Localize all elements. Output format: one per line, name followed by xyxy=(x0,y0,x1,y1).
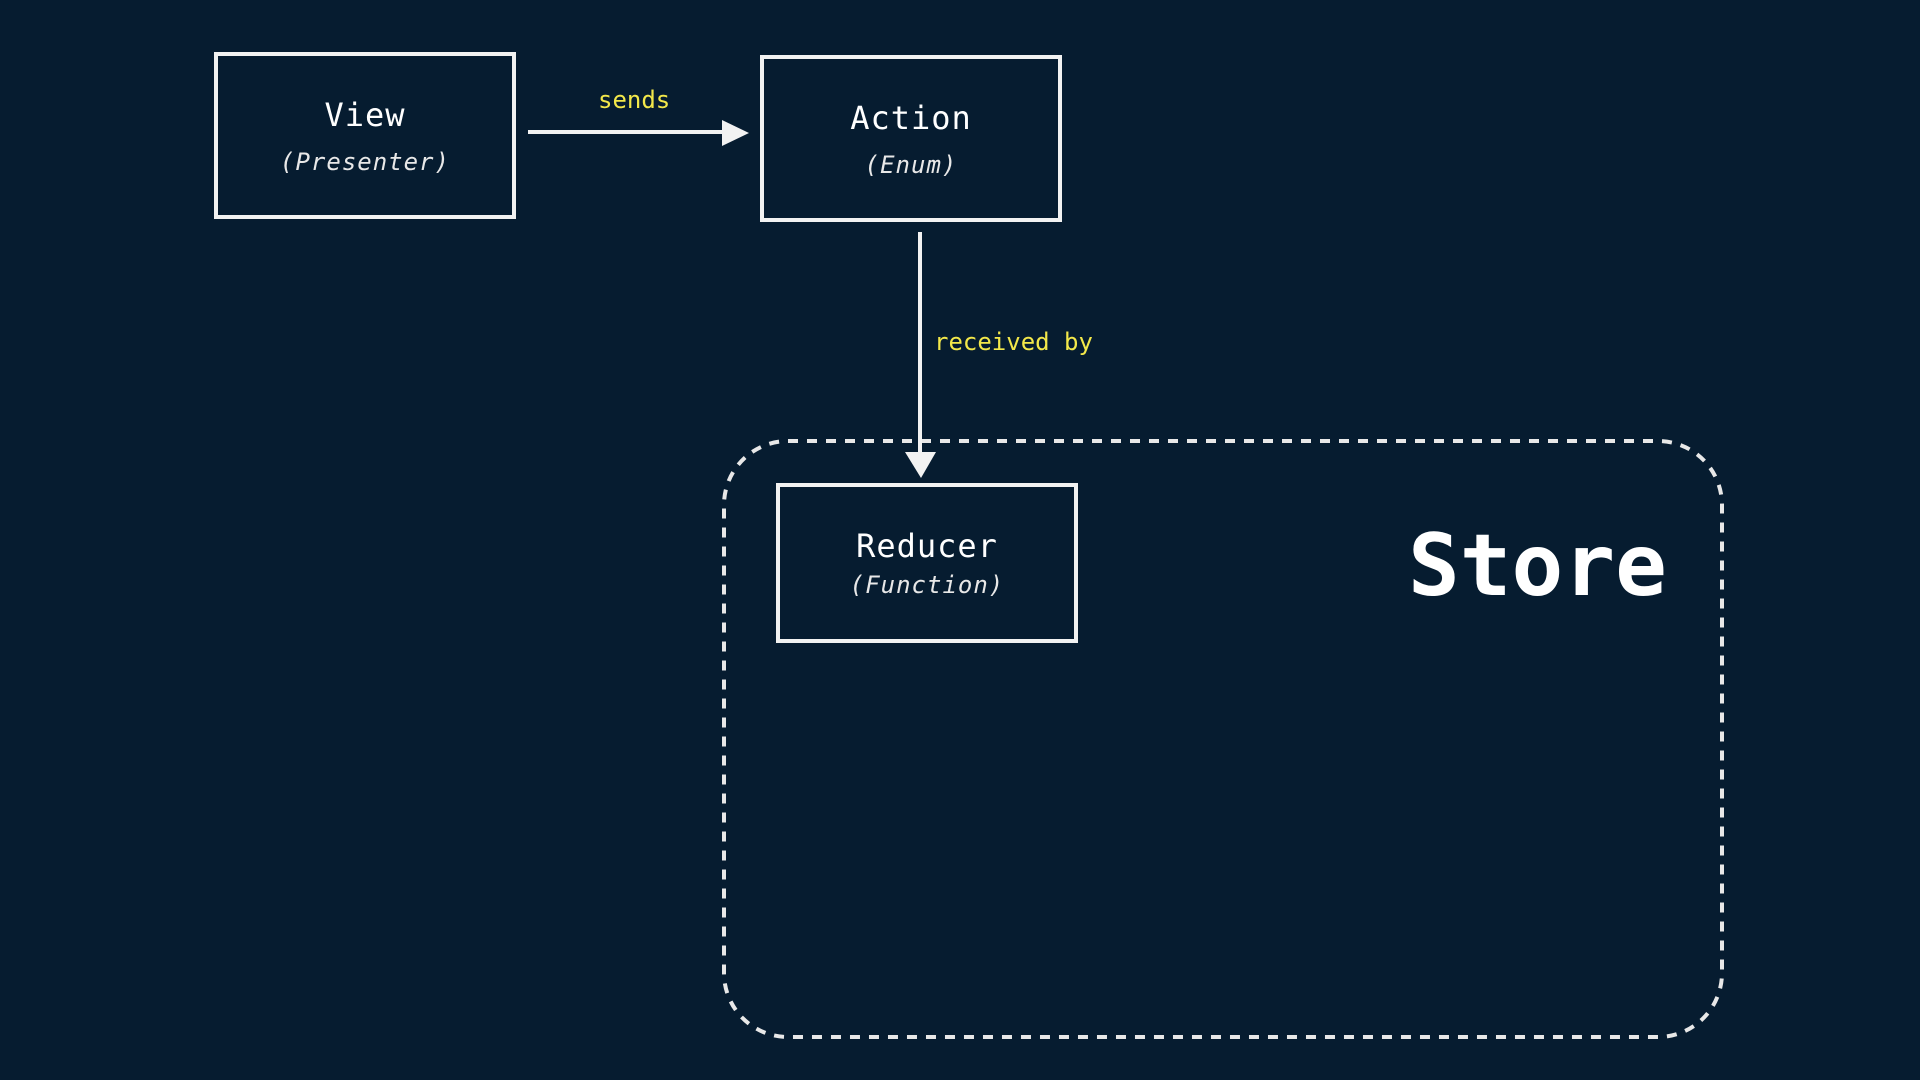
view-node-subtitle: (Presenter) xyxy=(280,147,450,176)
reducer-node-subtitle: (Function) xyxy=(849,571,1005,599)
store-group-border xyxy=(722,439,1724,1039)
sends-arrow-head xyxy=(722,120,749,146)
received-by-edge-label: received by xyxy=(934,328,1093,356)
action-node-subtitle: (Enum) xyxy=(864,150,958,179)
reducer-node: Reducer (Function) xyxy=(776,483,1078,643)
reducer-node-title: Reducer xyxy=(856,527,998,565)
view-node-title: View xyxy=(324,95,406,134)
action-node: Action (Enum) xyxy=(760,55,1062,222)
sends-edge-label: sends xyxy=(598,86,671,114)
action-node-title: Action xyxy=(850,98,972,137)
store-group-label: Store xyxy=(1408,516,1667,616)
received-by-arrow-head xyxy=(905,452,936,478)
view-node: View (Presenter) xyxy=(214,52,516,219)
